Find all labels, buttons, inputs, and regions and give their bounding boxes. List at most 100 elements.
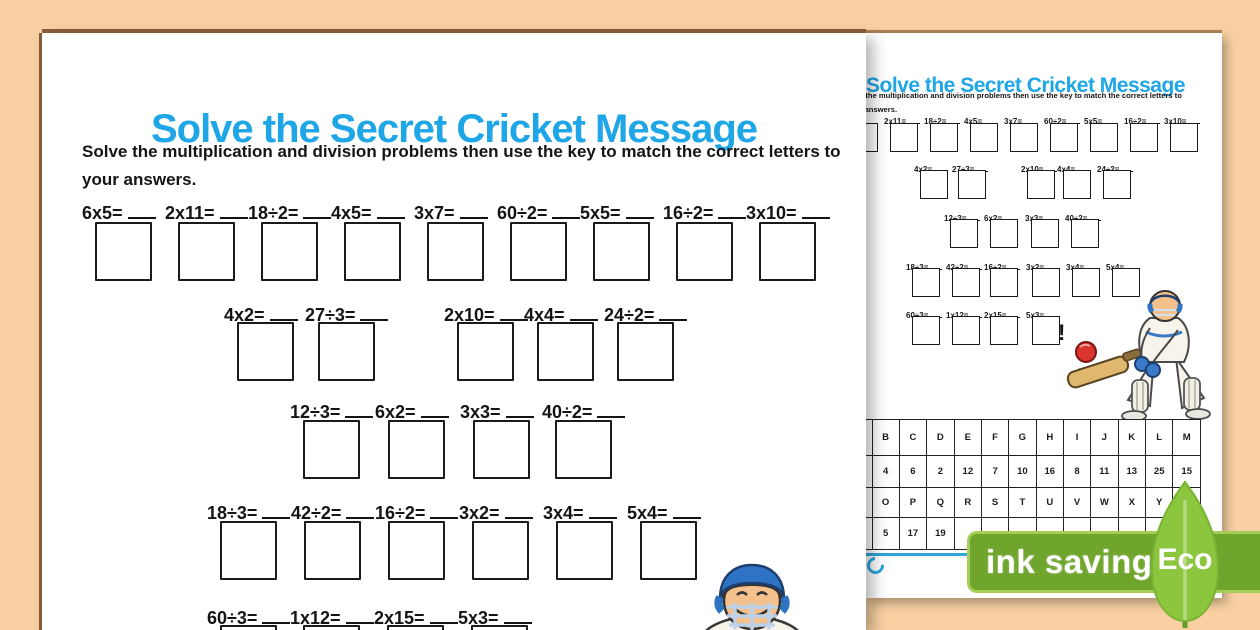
answer-box[interactable]: [950, 219, 978, 248]
answer-box[interactable]: [556, 521, 613, 580]
answer-box[interactable]: [990, 219, 1018, 248]
answer-box[interactable]: [952, 268, 980, 297]
answer-line[interactable]: [504, 504, 533, 519]
answer-box[interactable]: [261, 222, 318, 281]
answer-box[interactable]: [866, 123, 878, 152]
answer-box[interactable]: [1031, 219, 1059, 248]
math-problem: 40÷2=: [542, 402, 626, 479]
answer-box[interactable]: [1090, 123, 1118, 152]
answer-line[interactable]: [376, 204, 405, 219]
answer-box[interactable]: [890, 123, 918, 152]
answer-line[interactable]: [429, 609, 458, 624]
answer-box[interactable]: [930, 123, 958, 152]
answer-box[interactable]: [220, 521, 277, 580]
answer-box[interactable]: [1010, 123, 1038, 152]
answer-line[interactable]: [219, 204, 248, 219]
answer-box[interactable]: [318, 322, 375, 381]
answer-box[interactable]: [427, 222, 484, 281]
answer-box[interactable]: [457, 322, 514, 381]
answer-box[interactable]: [510, 222, 567, 281]
answer-box[interactable]: [1112, 268, 1140, 297]
answer-line[interactable]: [625, 204, 654, 219]
answer-line[interactable]: [430, 504, 459, 519]
answer-box[interactable]: [1130, 123, 1158, 152]
answer-line[interactable]: [269, 306, 298, 321]
problem-label: 24÷2=: [1097, 165, 1119, 174]
answer-box[interactable]: [617, 322, 674, 381]
answer-line[interactable]: [503, 609, 532, 624]
problem-label: 3x3=: [1025, 214, 1043, 223]
answer-line[interactable]: [597, 403, 626, 418]
answer-line[interactable]: [262, 504, 291, 519]
math-problem: 5x5=: [1084, 111, 1118, 152]
answer-box[interactable]: [990, 316, 1018, 345]
answer-box[interactable]: [471, 625, 528, 630]
answer-box[interactable]: [1170, 123, 1198, 152]
answer-box[interactable]: [537, 322, 594, 381]
answer-box[interactable]: [1027, 170, 1055, 199]
answer-line[interactable]: [552, 204, 581, 219]
key-cell: 2: [926, 455, 955, 488]
math-problem: 40÷2=: [1065, 208, 1102, 248]
answer-box[interactable]: [912, 268, 940, 297]
answer-line[interactable]: [345, 609, 374, 624]
answer-box[interactable]: [958, 170, 986, 199]
answer-line[interactable]: [420, 403, 449, 418]
answer-box[interactable]: [303, 420, 360, 479]
answer-box[interactable]: [555, 420, 612, 479]
answer-line[interactable]: [303, 204, 332, 219]
problem-label: 1x12=: [290, 608, 341, 628]
answer-line[interactable]: [345, 403, 374, 418]
answer-box[interactable]: [952, 316, 980, 345]
answer-line[interactable]: [588, 504, 617, 519]
problem-label: 5x3=: [1026, 311, 1044, 320]
answer-box[interactable]: [178, 222, 235, 281]
answer-line[interactable]: [346, 504, 375, 519]
answer-box[interactable]: [970, 123, 998, 152]
math-problem: 4x4=: [524, 305, 598, 381]
answer-box[interactable]: [387, 625, 444, 630]
answer-box[interactable]: [1072, 268, 1100, 297]
answer-box[interactable]: [759, 222, 816, 281]
answer-box[interactable]: [912, 316, 940, 345]
answer-line[interactable]: [127, 204, 156, 219]
answer-line[interactable]: [459, 204, 488, 219]
answer-box[interactable]: [220, 625, 277, 630]
answer-line[interactable]: [505, 403, 534, 418]
key-cell: 11: [1090, 455, 1119, 488]
answer-box[interactable]: [990, 268, 1018, 297]
answer-box[interactable]: [1103, 170, 1131, 199]
answer-box[interactable]: [303, 625, 360, 630]
answer-box[interactable]: [344, 222, 401, 281]
answer-box[interactable]: [1032, 268, 1060, 297]
answer-line[interactable]: [718, 204, 747, 219]
answer-line[interactable]: [672, 504, 701, 519]
answer-box[interactable]: [1032, 316, 1060, 345]
answer-box[interactable]: [237, 322, 294, 381]
answer-box[interactable]: [388, 521, 445, 580]
answer-box[interactable]: [1071, 219, 1099, 248]
worksheet-page-thumbnail: Solve the Secret Cricket Message Solve t…: [866, 33, 1222, 598]
problem-label: 3x7=: [414, 203, 455, 223]
answer-box[interactable]: [473, 420, 530, 479]
answer-line[interactable]: [360, 306, 389, 321]
math-problem: 3x7=: [1004, 111, 1038, 152]
answer-line[interactable]: [801, 204, 830, 219]
answer-box[interactable]: [1063, 170, 1091, 199]
answer-line[interactable]: [659, 306, 688, 321]
answer-box[interactable]: [1050, 123, 1078, 152]
answer-box[interactable]: [920, 170, 948, 199]
answer-line[interactable]: [499, 306, 528, 321]
answer-box[interactable]: [676, 222, 733, 281]
answer-line[interactable]: [262, 609, 291, 624]
answer-box[interactable]: [388, 420, 445, 479]
key-cell: O: [871, 487, 900, 518]
answer-box[interactable]: [472, 521, 529, 580]
answer-box[interactable]: [304, 521, 361, 580]
answer-box[interactable]: [593, 222, 650, 281]
answer-box[interactable]: [640, 521, 697, 580]
answer-line[interactable]: [569, 306, 598, 321]
answer-box[interactable]: [95, 222, 152, 281]
math-problem: 6x5=: [82, 203, 156, 281]
math-problem: 3x10=: [1164, 111, 1201, 152]
